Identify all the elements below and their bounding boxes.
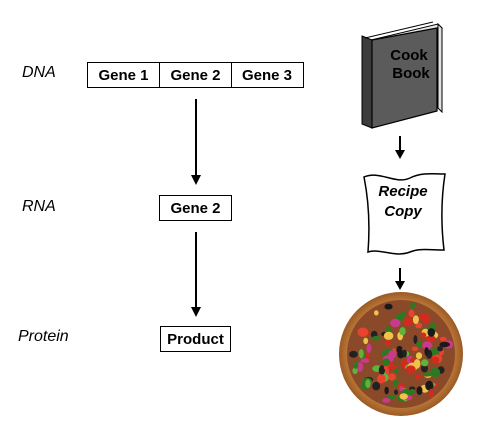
- gene-3-cell: Gene 3: [241, 66, 293, 84]
- dna-gene-strip: Gene 1 Gene 2 Gene 3: [87, 62, 304, 88]
- pizza-image: [339, 292, 463, 416]
- arrow-rna-to-protein: [191, 232, 201, 317]
- rna-gene-box: Gene 2: [159, 195, 232, 221]
- rna-label: RNA: [22, 198, 56, 215]
- dna-label: DNA: [22, 64, 56, 81]
- cook-book-title-line2: Book: [392, 65, 430, 82]
- recipe-copy-line2: Copy: [384, 203, 422, 220]
- cook-book-title-line1: Cook: [390, 47, 428, 64]
- recipe-copy-sheet: [363, 172, 446, 255]
- protein-label: Protein: [18, 328, 69, 345]
- cook-book-icon: [361, 21, 443, 129]
- recipe-copy-line1: Recipe: [378, 183, 427, 200]
- product-box: Product: [160, 326, 231, 352]
- arrow-recipe-to-pizza: [395, 268, 405, 290]
- gene-1-cell: Gene 1: [88, 63, 160, 87]
- arrow-book-to-recipe: [395, 136, 405, 159]
- gene-2-cell: Gene 2: [160, 63, 232, 87]
- arrow-dna-to-rna: [191, 99, 201, 185]
